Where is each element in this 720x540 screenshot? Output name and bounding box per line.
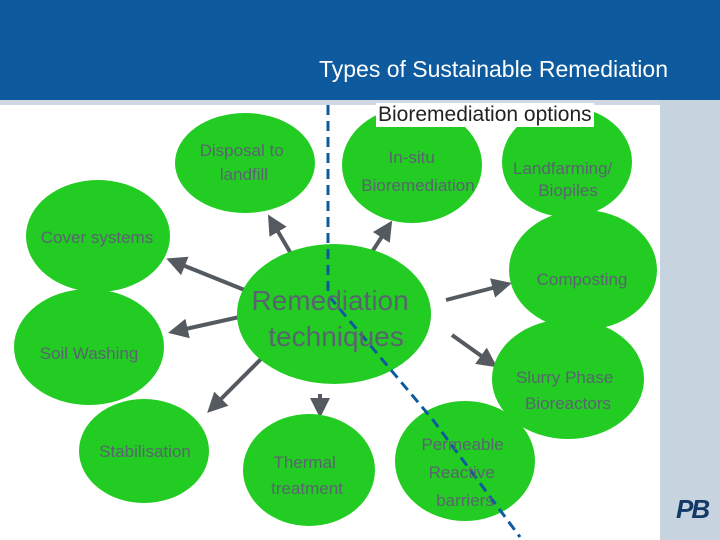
right-side-strip (660, 100, 720, 540)
node-composting (509, 210, 657, 330)
header-bar: Types of Sustainable Remediation (0, 0, 720, 100)
node-stabilisation (79, 399, 209, 503)
company-logo: PB (676, 494, 710, 524)
label-soil-washing: Soil Washing (40, 344, 139, 363)
nodes (14, 107, 657, 526)
arrow-to-stabilisation (207, 350, 270, 413)
label-composting: Composting (537, 270, 628, 289)
label-stabilisation: Stabilisation (99, 442, 191, 461)
node-cover-systems (26, 180, 170, 292)
bioremediation-options-label: Bioremediation options (376, 103, 594, 127)
node-center (237, 244, 431, 384)
label-center: Remediation techniques (252, 285, 417, 352)
label-cover-systems: Cover systems (41, 228, 153, 247)
node-thermal (243, 414, 375, 526)
arrow-to-disposal (267, 214, 292, 254)
label-disposal: Disposal to landfill (200, 141, 289, 184)
arrow-to-insitu (370, 220, 393, 254)
label-insitu: In-situ Bioremediation (361, 148, 474, 195)
node-insitu (342, 107, 482, 223)
node-soil-washing (14, 289, 164, 405)
label-slurry: Slurry Phase Bioreactors (516, 368, 618, 413)
label-landfarming: Landfarming/ Biopiles (513, 159, 617, 200)
arrow-to-composting (445, 278, 512, 302)
arrow-to-slurry (450, 333, 498, 368)
page-title: Types of Sustainable Remediation (318, 56, 668, 82)
node-disposal (175, 113, 315, 213)
node-landfarming (502, 107, 632, 217)
label-thermal: Thermal treatment (271, 453, 343, 498)
label-prb: Permeable Reactive barriers (422, 435, 509, 510)
node-slurry (492, 319, 644, 439)
subtitle-band (0, 100, 720, 105)
